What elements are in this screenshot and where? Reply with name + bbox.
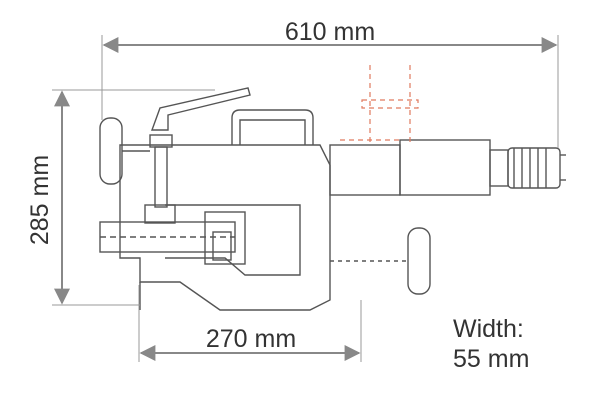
hidden-lines [340, 65, 419, 145]
width-note-label: Width: [453, 315, 524, 343]
machine-outline [99, 87, 566, 311]
base-length-dimension: 270 mm [138, 285, 362, 362]
width-note-value: 55 mm [453, 345, 529, 373]
base-length-label: 270 mm [206, 325, 296, 353]
overall-length-dimension: 610 mm [101, 18, 559, 148]
overall-length-label: 610 mm [285, 18, 375, 46]
width-note: Width: 55 mm [453, 315, 529, 373]
height-dimension: 285 mm [26, 89, 215, 306]
height-label: 285 mm [26, 155, 54, 245]
